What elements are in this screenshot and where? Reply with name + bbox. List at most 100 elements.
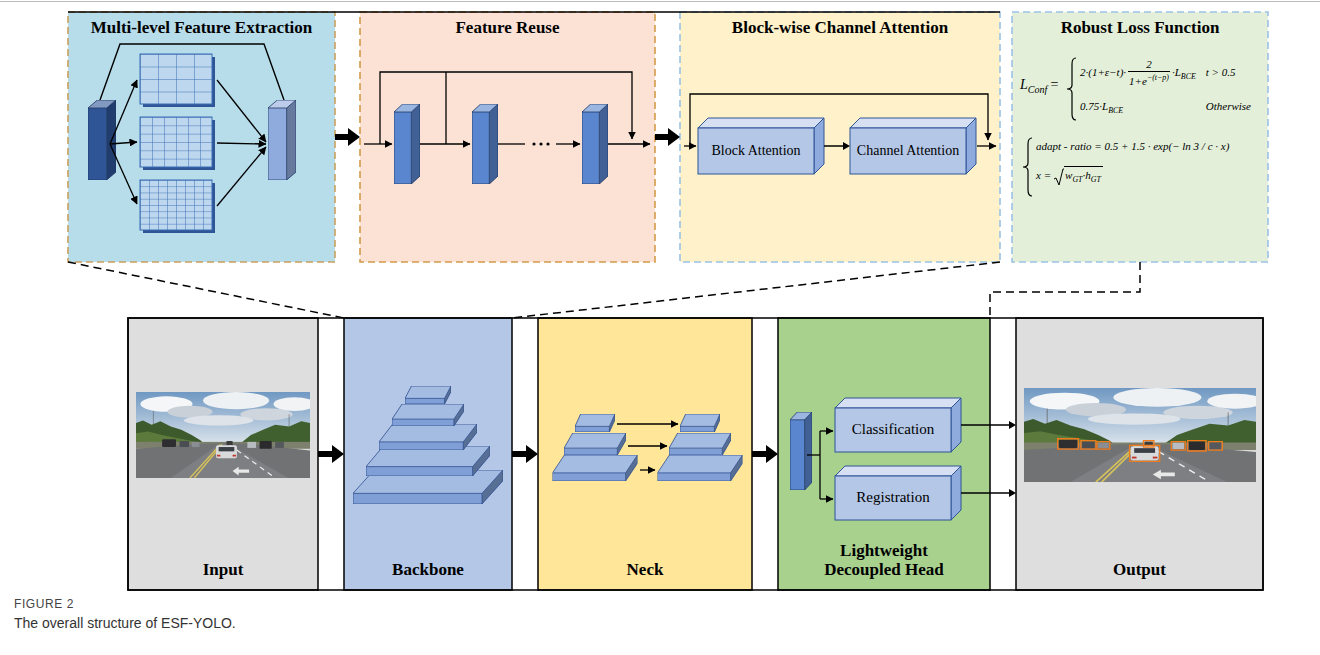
- box-side: [951, 398, 961, 452]
- flow-arrow: [318, 445, 344, 463]
- attention-panel: Block-wise Channel AttentionBlock Attent…: [680, 12, 1000, 262]
- panel-outline: [680, 12, 1000, 262]
- panel-heading: Multi-level Feature Extraction: [91, 18, 313, 38]
- box-front: [698, 128, 814, 174]
- connector-line: [752, 451, 767, 457]
- formula-subscript: BCE: [1108, 106, 1123, 115]
- formula-condition: Otherwise: [1206, 100, 1251, 112]
- box-label: Classification: [852, 421, 935, 438]
- head-branch-box-shape: [835, 398, 961, 452]
- box-label: Registration: [856, 489, 929, 506]
- connector-line: [824, 145, 844, 147]
- stage-band-shape: [1016, 318, 1263, 590]
- arrow-head: [1009, 421, 1016, 429]
- arrow-head: [332, 445, 344, 463]
- neck-pyramids: [553, 414, 743, 481]
- formula-term: 0.75·L: [1080, 100, 1108, 112]
- formula-fraction: 21+e−(t−p): [1128, 58, 1170, 88]
- stage-band: Input: [128, 318, 318, 590]
- formula-term: adapt - ratio = 0.5 + 1.5 · exp(− ln 3 /…: [1036, 140, 1229, 152]
- formula-symbol: L: [1020, 77, 1028, 92]
- flow-arrow: [961, 489, 1016, 497]
- flow-arrow: [512, 445, 538, 463]
- formula-row: x = wGT·hGT: [1036, 166, 1103, 187]
- box-front: [850, 128, 966, 174]
- panel-heading: Neck: [627, 560, 664, 580]
- panel-outline: [360, 12, 655, 262]
- figure-number: FIGURE 2: [14, 597, 74, 611]
- panel-heading: Robust Loss Function: [1061, 18, 1220, 38]
- formula-lhs: LConf=: [1020, 77, 1058, 96]
- band-outline: [538, 318, 752, 590]
- formula-term: ·h: [1083, 169, 1091, 181]
- connector-line: [512, 451, 527, 457]
- head-feature-map: [790, 412, 833, 499]
- flow-arrow: [335, 128, 360, 146]
- band-outline: [344, 318, 512, 590]
- stage-band: Neck: [538, 318, 752, 590]
- stage-band: Output: [1016, 318, 1263, 590]
- connector-line: [655, 134, 669, 140]
- output-photo: [1024, 388, 1263, 482]
- backbone-pyramid: [353, 386, 503, 504]
- panel-heading: Lightweight Decoupled Head: [809, 541, 959, 580]
- formula-subscript: GT: [1072, 175, 1082, 184]
- box-top: [835, 466, 961, 476]
- formula-row: 2·(1+ε−t)·21+e−(t−p)·LBCEt > 0.5: [1080, 58, 1236, 88]
- band-outline: [128, 318, 318, 590]
- arrow-head: [1009, 489, 1016, 497]
- formula-term: 2·(1+ε−t)·: [1080, 66, 1126, 78]
- box-front: [835, 408, 951, 452]
- arrow-head: [526, 445, 538, 463]
- page-rule: [0, 2, 1320, 13]
- band-outline: [778, 318, 990, 590]
- box-side: [966, 118, 976, 174]
- panel-heading: Feature Reuse: [455, 18, 559, 38]
- input-photo: [136, 392, 315, 478]
- arrow-head: [348, 128, 360, 146]
- formula-term: x =: [1036, 169, 1051, 181]
- flow-arrow: [961, 421, 1016, 429]
- feature-panel-shape: [68, 12, 335, 262]
- formula-term: w: [1065, 169, 1072, 181]
- loss-panel-shape: [1012, 12, 1268, 262]
- formula-denominator: 1+e−(t−p): [1128, 71, 1170, 88]
- formula-subscript: BCE: [1181, 72, 1196, 81]
- flow-arrow: [655, 128, 680, 146]
- attention-box: Channel Attention: [850, 118, 976, 174]
- panel-heading: Input: [203, 560, 244, 580]
- panel-outline: [68, 12, 335, 262]
- box-side: [814, 118, 824, 174]
- formula-term: ·L: [1172, 66, 1181, 78]
- zoom-lines: [68, 262, 1140, 318]
- stage-band-shape: [128, 318, 318, 590]
- formula-row: 0.75·LBCE: [1080, 100, 1123, 116]
- box-front: [835, 476, 951, 520]
- panel-heading: Backbone: [392, 560, 464, 580]
- radical-bar: wGT·hGT: [1064, 166, 1103, 187]
- connector-line: [335, 134, 349, 140]
- figure-caption: The overall structure of ESF-YOLO.: [14, 615, 236, 631]
- box-top: [835, 398, 961, 408]
- arrow-head: [766, 445, 778, 463]
- stage-band: Backbone: [344, 318, 512, 590]
- flow-arrow: [824, 142, 850, 150]
- head-branch-box: Registration: [835, 466, 961, 520]
- connector-line: [318, 451, 333, 457]
- formula-term: 2: [1146, 58, 1152, 71]
- formula-braces: [1023, 58, 1076, 196]
- panel-heading: Block-wise Channel Attention: [732, 18, 948, 38]
- formula-row: Otherwise: [1206, 100, 1251, 113]
- arrow-head: [668, 128, 680, 146]
- attention-panel-shape: [680, 12, 1000, 262]
- flow-arrow: [752, 445, 778, 463]
- stage-band-shape: [538, 318, 752, 590]
- formula-symbol: =: [1050, 77, 1058, 92]
- box-top: [698, 118, 824, 128]
- box-side: [951, 466, 961, 520]
- stage-band-shape: [344, 318, 512, 590]
